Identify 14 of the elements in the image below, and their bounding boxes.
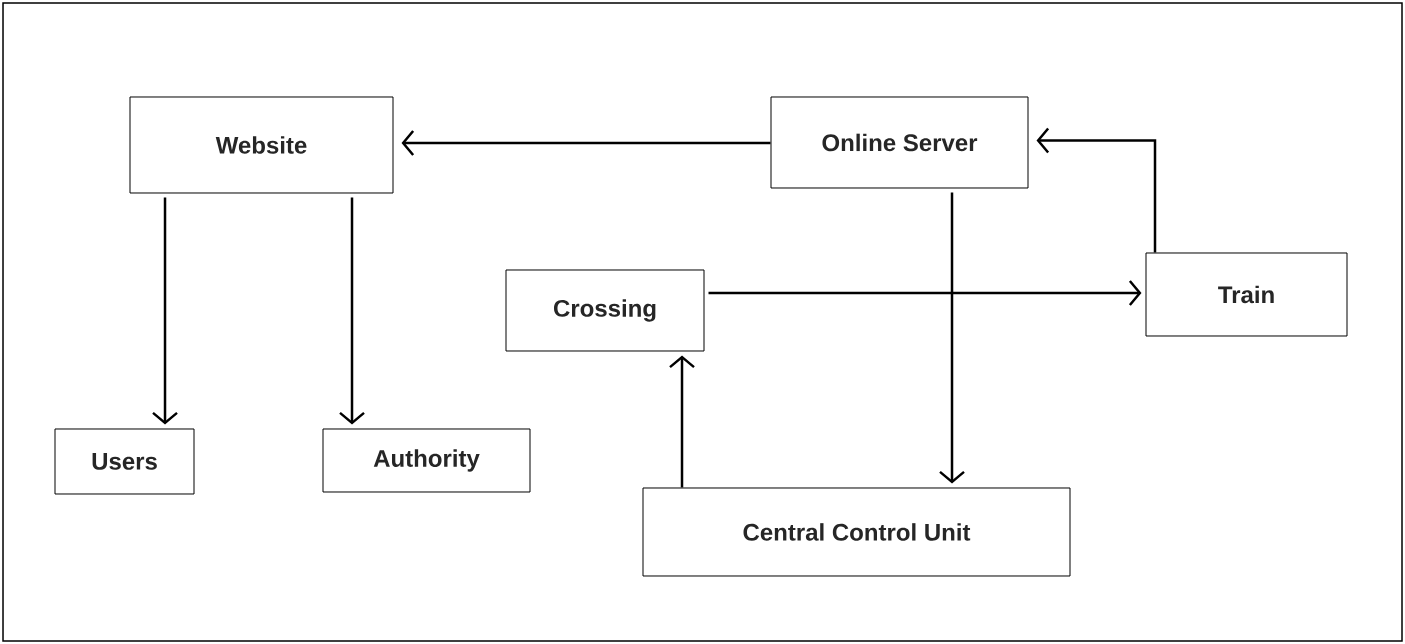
process-box: Online Server [770, 96, 1029, 189]
process-box: Crossing [505, 269, 705, 352]
arrow [401, 130, 771, 156]
arrow [339, 197, 365, 425]
process-box: Authority [322, 428, 531, 493]
arrow [1036, 127, 1157, 253]
arrow [939, 192, 965, 484]
arrow [152, 197, 178, 425]
process-box: Users [54, 428, 195, 495]
process-box: Train [1145, 252, 1348, 337]
process-box: Central Control Unit [642, 487, 1071, 577]
arrow [669, 355, 695, 488]
arrow [708, 280, 1142, 306]
process-box: Website [129, 96, 394, 194]
